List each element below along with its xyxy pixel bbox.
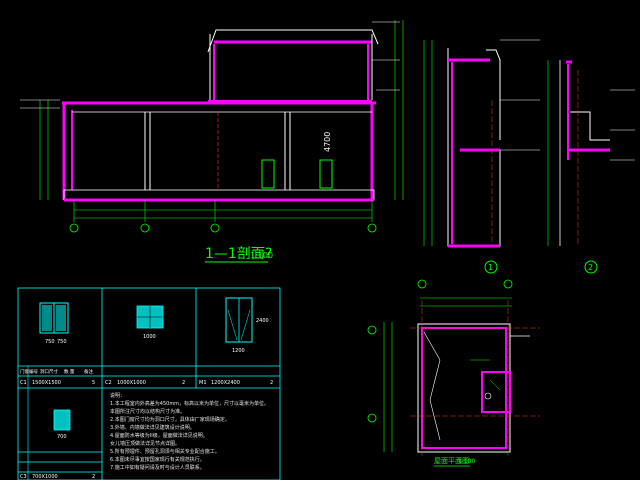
th-note: 备注: [84, 368, 93, 375]
c2-w1: 1000: [143, 334, 156, 340]
c1-count: 5: [92, 380, 95, 386]
note-line: 女儿墙压顶做法详见节点详图。: [110, 441, 181, 447]
note-line: 1.本工程室内外高差为450mm，标高以米为单位，尺寸以毫米为单位。: [110, 401, 270, 407]
m1-count: 2: [270, 380, 273, 386]
c2-count: 2: [182, 380, 185, 386]
detail-2-label: 2: [588, 263, 593, 272]
note-line: 本图所注尺寸均以结构尺寸为准。: [110, 409, 186, 415]
roof-plan: [367, 279, 540, 456]
dim-4700: 4700: [323, 132, 332, 152]
th-code: 门窗编号: [20, 368, 38, 375]
th-size: 洞口尺寸: [40, 368, 58, 375]
window-table: [17, 287, 281, 480]
note-line: 7.施工中如有疑问请及时与设计人员联系。: [110, 465, 205, 471]
c3-code: C3: [20, 474, 27, 480]
note-line: 5.所有预埋件、预留孔洞须与相关专业配合施工。: [110, 449, 220, 455]
m1-size: 1200X2400: [211, 380, 240, 386]
c3-count: 2: [92, 474, 95, 480]
c1-code: C1: [20, 380, 27, 386]
c1-w1: 750: [45, 339, 55, 345]
c1-size: 1500X1500: [32, 380, 61, 386]
c2-code: C2: [105, 380, 112, 386]
m1-code: M1: [199, 380, 207, 386]
section-1-1: 4700: [20, 20, 404, 233]
detail-2: [547, 60, 635, 274]
c3-size: 700X1000: [32, 474, 58, 480]
note-line: 2.本图门窗尺寸均为洞口尺寸，具体由厂家现场确定。: [110, 417, 230, 423]
note-line: 6.本图未尽事宜按国家现行有关规范执行。: [110, 457, 205, 463]
detail-1-label: 1: [488, 263, 493, 272]
section-title: 1—1剖面?: [205, 246, 272, 262]
detail-1: [423, 39, 540, 274]
plan-title: 屋面平面图: [434, 457, 469, 465]
m1-h: 2400: [256, 318, 269, 324]
note-line: 4.屋面防水等级为II级，屋面做法详见说明。: [110, 433, 208, 439]
section-scale: 1:100: [250, 251, 273, 260]
notes-title: 说明：: [110, 393, 126, 399]
c1-w2: 750: [57, 339, 67, 345]
plan-scale: 1:100: [458, 458, 475, 465]
c2-size: 1000X1000: [117, 380, 146, 386]
design-notes: 说明： 1.本工程室内外高差为450mm，标高以米为单位，尺寸以毫米为单位。 本…: [110, 392, 310, 472]
m1-w1: 1200: [232, 348, 245, 354]
note-line: 3.外墙、内墙做法详见建筑设计说明。: [110, 425, 195, 431]
c3-w1: 700: [57, 434, 67, 440]
th-count: 数 量: [64, 368, 75, 375]
